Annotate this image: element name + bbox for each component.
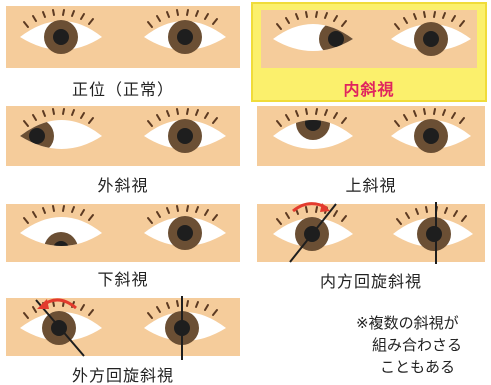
note-text: ※複数の斜視が 組み合わさる こともある <box>346 312 486 378</box>
rotation-axis-line <box>35 299 85 357</box>
left-eye <box>144 9 226 54</box>
left-eye <box>144 205 226 250</box>
panel-hypertropia: 上斜視 <box>257 106 485 202</box>
panel-hypotropia: 下斜視 <box>6 204 240 294</box>
eyes-exotropia-illustration <box>6 106 240 166</box>
left-eye <box>391 11 471 56</box>
right-eye <box>20 108 102 149</box>
panel-incyclotropia: 内方回旋斜視 <box>257 198 485 294</box>
caption-esotropia: 内斜視 <box>343 80 395 99</box>
eyes-normal-illustration <box>6 6 240 68</box>
caption-normal: 正位（正常） <box>71 80 174 99</box>
eyes-esotropia-illustration <box>261 10 477 68</box>
right-eye <box>20 298 102 357</box>
right-eye <box>273 202 353 263</box>
panel-esotropia: 内斜視 <box>253 6 485 106</box>
note-line-3: こともある <box>380 358 456 376</box>
rotation-axis-line <box>289 203 337 263</box>
caption-incyclotropia: 内方回旋斜視 <box>319 272 422 291</box>
caption-excyclotropia: 外方回旋斜視 <box>71 366 174 385</box>
left-eye <box>391 108 471 153</box>
right-eye <box>20 205 102 246</box>
note-line-1: ※複数の斜視が <box>356 314 459 332</box>
eyes-excyclotropia-illustration <box>6 296 240 360</box>
left-eye <box>393 202 473 264</box>
left-eye <box>144 108 226 153</box>
panel-normal: 正位（正常） <box>6 6 240 106</box>
panel-excyclotropia: 外方回旋斜視 <box>6 294 240 385</box>
panel-exotropia: 外斜視 <box>6 106 240 202</box>
note-line-2: 組み合わさる <box>372 336 463 354</box>
right-eye <box>273 108 353 149</box>
caption-hypotropia: 下斜視 <box>97 270 149 289</box>
eyes-hypertropia-illustration <box>257 106 485 166</box>
left-eye <box>144 296 226 360</box>
eyes-incyclotropia-illustration <box>257 202 485 264</box>
right-eye <box>20 9 102 54</box>
caption-exotropia: 外斜視 <box>97 176 149 195</box>
caption-hypertropia: 上斜視 <box>345 176 397 195</box>
eyes-hypotropia-illustration <box>6 204 240 262</box>
